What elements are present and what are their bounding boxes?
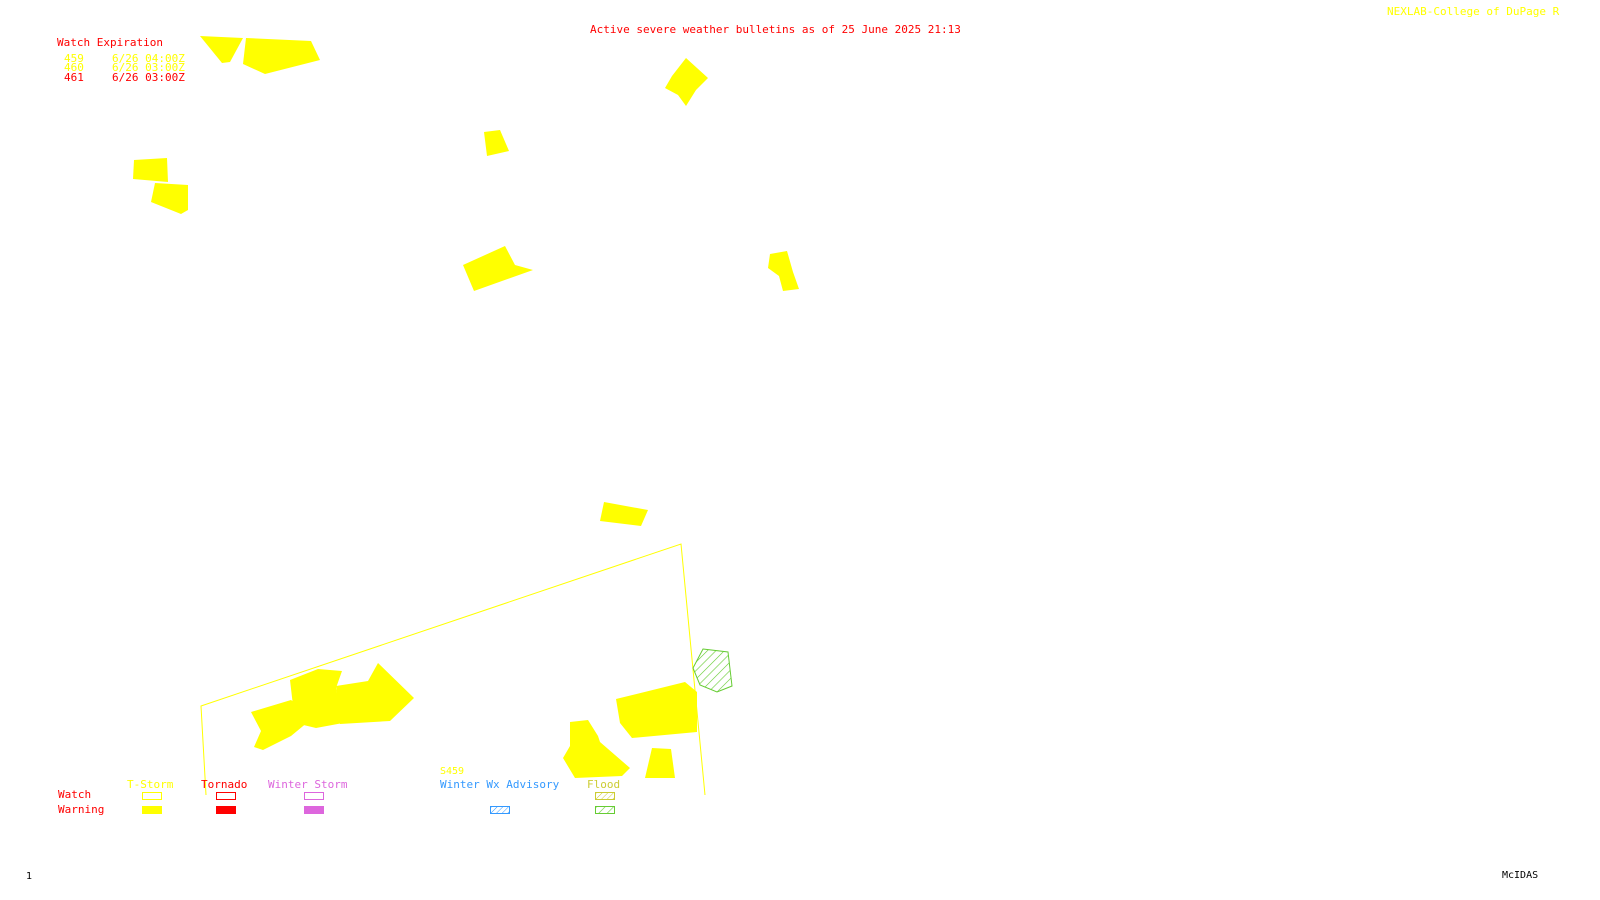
watch-expiry-time: 6/26 03:00Z: [112, 71, 185, 84]
tstorm-warning-polygon: [484, 130, 509, 156]
watch-id: 460: [64, 61, 84, 74]
frame-number: 1: [26, 871, 33, 882]
tstorm-warning-polygon: [463, 246, 533, 291]
tstorm-warning-polygon: [151, 183, 188, 214]
legend-label-flood: Flood: [587, 778, 621, 791]
legend-swatch-tornado-watch: [216, 792, 236, 800]
software-label: McIDAS: [1502, 870, 1539, 881]
legend-swatch-winter-storm-warning: [304, 806, 324, 814]
legend-swatch-tstorm-watch: [142, 792, 162, 800]
tstorm-warning-polygon: [243, 38, 320, 74]
legend-label-tstorm: T-Storm: [127, 778, 174, 791]
legend-label-winter-storm: Winter Storm: [268, 778, 348, 791]
tstorm-warning-polygon: [768, 251, 799, 291]
tstorm-warning-polygon: [336, 663, 414, 724]
watch-expiry-time: 6/26 04:00Z: [112, 52, 185, 65]
tstorm-watch-outline: [200, 543, 706, 796]
watch-id: 461: [64, 71, 84, 84]
tstorm-warnings: [133, 36, 799, 778]
tstorm-warning-polygon: [600, 502, 648, 526]
tstorm-warning-polygon: [665, 58, 708, 106]
tstorm-warning-polygon: [616, 682, 697, 738]
watch-id: 459: [64, 52, 84, 65]
tstorm-warning-polygon: [645, 748, 675, 778]
product-credit: NEXLAB-College of DuPage R: [1387, 5, 1560, 18]
watch-number-label: S459: [440, 766, 465, 777]
bulletin-title: Active severe weather bulletins as of 25…: [590, 23, 961, 36]
legend-swatch-tornado-warning: [216, 806, 236, 814]
tstorm-warning-polygon: [563, 720, 630, 778]
tstorm-warning-polygon: [200, 36, 243, 63]
watch-expiration-heading: Watch Expiration: [57, 36, 163, 49]
legend-row-watch: Watch: [58, 788, 92, 801]
legend-swatch-flood-warning: [595, 806, 615, 814]
legend-label-winter-advisory: Winter Wx Advisory: [440, 778, 560, 791]
legend-row-warning: Warning: [58, 803, 105, 816]
legend-swatch-winter-advisory: [490, 806, 510, 814]
legend-swatch-winter-storm-watch: [304, 792, 324, 800]
watch-expiry-time: 6/26 03:00Z: [112, 61, 185, 74]
legend-swatch-tstorm-warning: [142, 806, 162, 814]
flood-warning-polygon: [692, 648, 733, 693]
legend-swatch-flood-watch: [595, 792, 615, 800]
legend-label-tornado: Tornado: [201, 778, 248, 791]
tstorm-warning-polygon: [133, 158, 168, 182]
tstorm-warning-polygon: [290, 669, 343, 728]
